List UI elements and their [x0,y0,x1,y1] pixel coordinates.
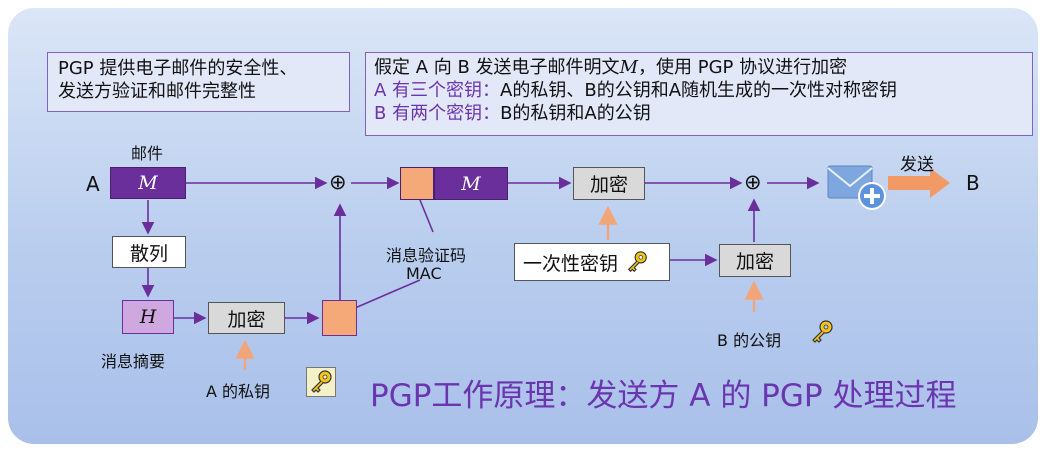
encrypt-box-message: 加密 [573,167,645,200]
key-icon [624,249,650,275]
digest-box: H [122,300,174,334]
assumption-line3: B 有两个密钥：B的私钥和A的公钥 [374,103,651,124]
combined-mail-part: M [434,167,508,200]
send-arrow [888,168,950,198]
session-key-label: 一次性密钥 [523,252,619,275]
encrypt-label-2: 加密 [589,174,628,196]
private-key-label: A 的私钥 [206,382,271,401]
intro-note-line1: PGP 提供电子邮件的安全性、 [58,58,298,79]
mac-label-line2: MAC [406,264,442,283]
encrypt-label-3: 加密 [735,251,774,273]
slide-title: PGP工作原理：发送方 A 的 PGP 处理过程 [370,378,957,414]
mail-var: M [138,172,158,194]
assumption-line2: A 有三个密钥：A的私钥、B的公钥和A随机生成的一次性对称密钥 [374,80,898,101]
combined-mac-part [400,167,434,200]
assumption-var-m: M [619,57,638,78]
key-icon [808,318,836,346]
digest-label: 消息摘要 [101,352,166,371]
encrypt-box-signature: 加密 [208,302,285,334]
mac-box [322,300,357,336]
public-key-label: B 的公钥 [717,331,782,350]
session-key-box: 一次性密钥 [514,243,670,281]
send-mail-icon [826,162,888,212]
mail-box: M [110,167,186,199]
key-icon [306,367,336,397]
intro-note: PGP 提供电子邮件的安全性、 发送方验证和邮件完整性 [47,52,350,112]
xor-symbol-1: ⊕ [329,170,347,194]
encrypt-box-key: 加密 [719,244,791,277]
encrypt-label-1: 加密 [227,308,266,331]
hash-box: 散列 [112,236,186,268]
intro-note-line2: 发送方验证和邮件完整性 [58,81,256,102]
receiver-label: B [966,171,980,195]
combined-var: M [461,172,481,195]
mac-label-line1: 消息验证码 [386,246,467,265]
send-label: 发送 [900,155,934,175]
assumption-note: 假定 A 向 B 发送电子邮件明文M，使用 PGP 协议进行加密 A 有三个密钥… [365,52,1033,136]
digest-var: H [139,306,157,328]
sender-label: A [86,172,100,196]
pointer-mac-label-2 [354,279,421,309]
xor-symbol-2: ⊕ [744,170,762,194]
mail-label: 邮件 [131,144,164,163]
hash-label: 散列 [129,242,168,265]
pointer-mac-label [419,199,434,233]
assumption-line1: 假定 A 向 B 发送电子邮件明文M，使用 PGP 协议进行加密 [374,57,848,78]
